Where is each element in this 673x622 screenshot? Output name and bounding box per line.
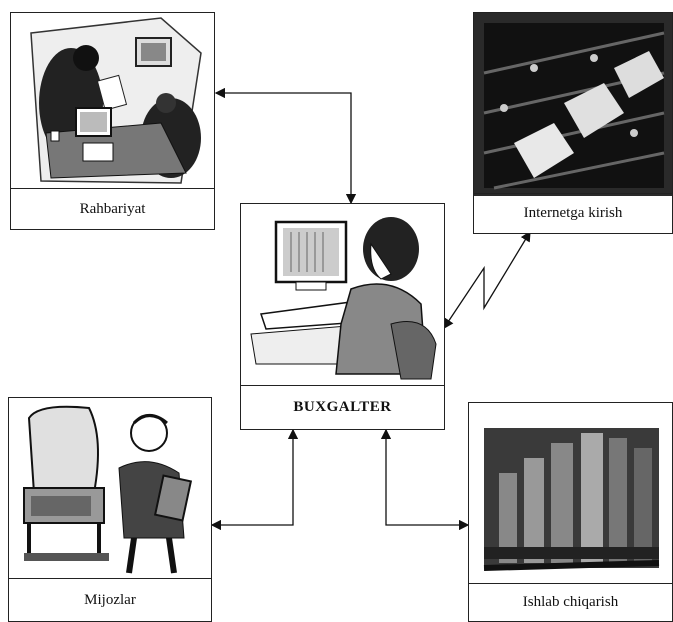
node-label: Mijozlar [9,578,211,621]
link-internet-accountant [444,232,530,328]
office-meeting-icon [11,13,214,191]
node-production: Ishlab chiqarish [468,402,673,622]
link-management-accountant [216,93,351,203]
network-switch-icon [474,13,672,196]
woman-at-computer-icon [241,204,444,387]
node-label: Rahbariyat [11,188,214,229]
node-clients: Mijozlar [8,397,212,622]
link-production-accountant [386,430,468,525]
node-accountant: BUXGALTER [240,203,445,430]
man-with-copier-icon [9,398,211,581]
node-label: Ishlab chiqarish [469,583,672,621]
factory-icon [469,403,672,586]
node-internet: Internetga kirish [473,12,673,234]
node-label: Internetga kirish [474,193,672,233]
node-management: Rahbariyat [10,12,215,230]
node-label: BUXGALTER [241,385,444,429]
link-clients-accountant [212,430,293,525]
